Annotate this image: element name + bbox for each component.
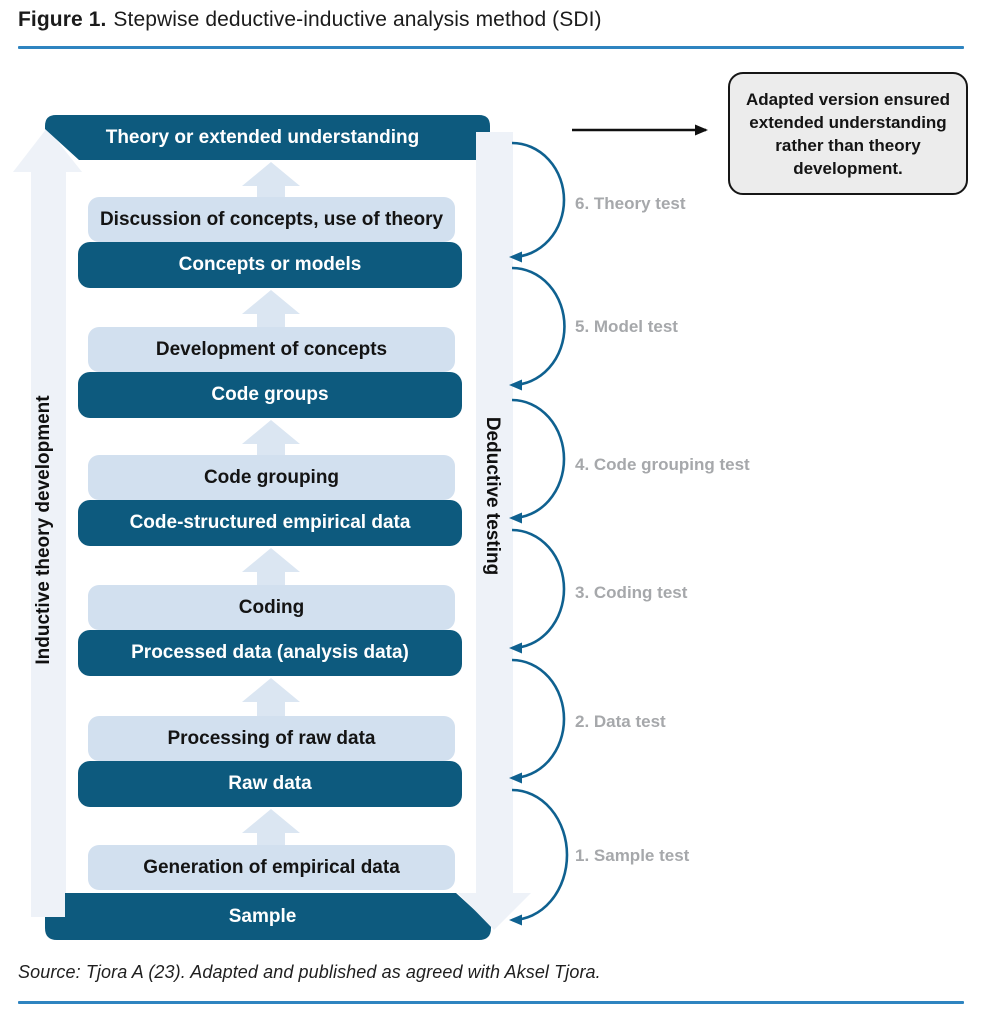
test-arc-4	[509, 398, 566, 524]
test-arc-5	[509, 266, 566, 391]
flow-up-arrow-3	[242, 420, 300, 457]
flow-up-arrow-2	[242, 290, 300, 329]
annotation-line: Adapted version ensured	[745, 89, 951, 109]
annotation-line: development.	[793, 158, 903, 178]
test-label-4: 4. Code grouping test	[575, 455, 750, 474]
top-banner-label: Theory or extended understanding	[105, 126, 420, 148]
stage-process-box: Development of concepts	[88, 327, 455, 372]
stage-output-box: Code-structured empirical data	[78, 500, 462, 546]
flow-up-arrow-5	[242, 678, 300, 718]
top-rule	[18, 46, 964, 49]
stage-output-box: Processed data (analysis data)	[78, 630, 462, 676]
flow-up-arrow-6	[242, 809, 300, 847]
test-label-2: 2. Data test	[575, 712, 666, 731]
test-arc-2	[509, 658, 566, 784]
figure-caption: Figure 1. Stepwise deductive-inductive an…	[18, 8, 602, 32]
stage-process-box: Processing of raw data	[88, 716, 455, 761]
top-banner-shape	[45, 115, 490, 160]
test-label-1: 1. Sample test	[575, 846, 690, 865]
figure-number: Figure 1.	[18, 8, 107, 31]
stage-process-box: Generation of empirical data	[88, 845, 455, 890]
stage-process-box: Discussion of concepts, use of theory	[88, 197, 455, 242]
flow-up-arrow-4	[242, 548, 300, 587]
annotation-callout: Adapted version ensured extended underst…	[728, 72, 968, 195]
source-note: Source: Tjora A (23). Adapted and publis…	[18, 962, 601, 982]
stage-output-box: Raw data	[78, 761, 462, 807]
test-arc-6	[509, 141, 566, 263]
flow-up-arrow-1	[242, 162, 300, 200]
bottom-banner-label: Sample	[228, 905, 297, 927]
test-label-6: 6. Theory test	[575, 194, 686, 213]
annotation-line: rather than theory	[775, 135, 921, 155]
bottom-rule	[18, 1001, 964, 1004]
test-arc-3	[509, 528, 566, 654]
annotation-line: extended understanding	[749, 112, 947, 132]
sample-banner-shape	[45, 893, 491, 940]
test-label-3: 3. Coding test	[575, 583, 688, 602]
stage-process-box: Code grouping	[88, 455, 455, 500]
stage-process-box: Coding	[88, 585, 455, 630]
stage-output-box: Concepts or models	[78, 242, 462, 288]
figure-title: Stepwise deductive-inductive analysis me…	[113, 8, 602, 31]
stage-output-box: Code groups	[78, 372, 462, 418]
inductive-up-arrow-band	[13, 128, 82, 917]
inductive-axis-label: Inductive theory development	[33, 395, 54, 665]
deductive-axis-label: Deductive testing	[482, 416, 503, 576]
deductive-down-arrow-band	[458, 132, 531, 930]
test-arc-1	[509, 788, 569, 926]
test-label-5: 5. Model test	[575, 317, 678, 336]
